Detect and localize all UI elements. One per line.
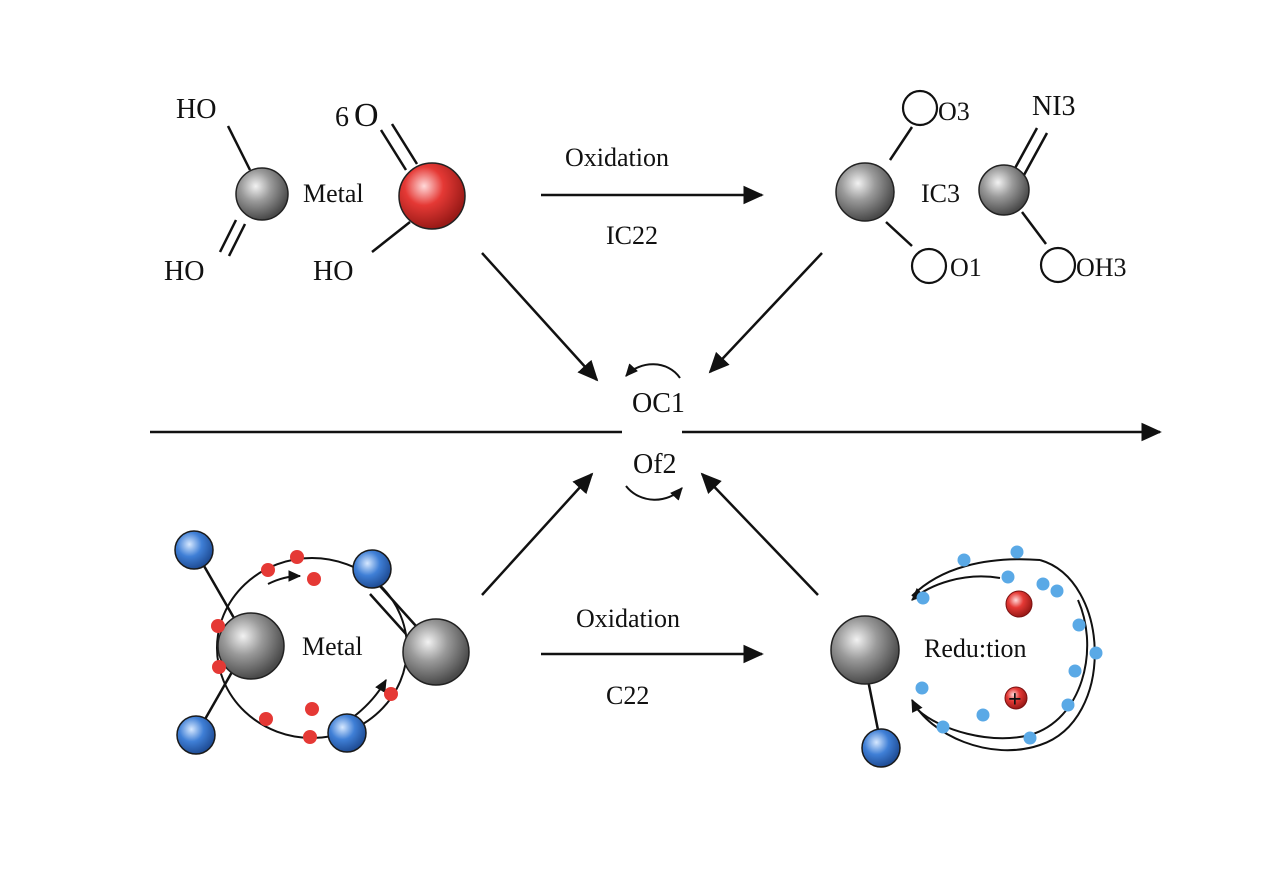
oc1-label: OC1 [632, 388, 685, 419]
arrow-bottom-right-to-center [700, 472, 819, 596]
oxygen-ring [1039, 246, 1077, 284]
bottom-oxidation-arrow: Oxidation C22 [541, 604, 764, 710]
six-label: 6 [335, 102, 349, 133]
ho-top-label: HO [176, 94, 216, 125]
electron-dot [976, 708, 990, 722]
electron-dot [307, 572, 321, 586]
bond [866, 679, 880, 731]
top-right-n-molecule: NI3 OH3 [978, 91, 1127, 284]
o3-label: O3 [938, 97, 970, 126]
of2-label: Of2 [633, 449, 677, 480]
ligand-atom [174, 530, 214, 570]
plus-sign: + [1008, 687, 1022, 713]
ic22-label: IC22 [606, 221, 658, 250]
oh3-label: OH3 [1076, 253, 1127, 282]
c22-label: C22 [606, 681, 649, 710]
electron-dot [305, 702, 319, 716]
red-particle [1005, 590, 1033, 618]
electron-dot [1036, 577, 1050, 591]
center-cluster: OC1 Of2 [150, 363, 1162, 501]
electron-dot [303, 730, 317, 744]
orbit-arrow [351, 678, 387, 719]
metal-atom [978, 164, 1030, 216]
ic3-label: IC3 [921, 179, 960, 208]
electron-dot [1061, 698, 1075, 712]
electron-dot [384, 687, 398, 701]
ni3-label: NI3 [1032, 91, 1076, 122]
metal-atom [235, 167, 289, 221]
metal-atom [835, 162, 895, 222]
bond [1021, 211, 1047, 245]
double-bond [227, 223, 247, 257]
ligand-atom [352, 549, 392, 589]
electron-dot [211, 619, 225, 633]
oxidation-label: Oxidation [565, 143, 669, 172]
arrow-bottom-left-to-center [481, 472, 594, 596]
arrow-top-right-to-center [708, 252, 823, 374]
electron-dot [259, 712, 273, 726]
metal-label: Metal [303, 179, 364, 208]
metal-atom [830, 615, 900, 685]
top-left-oxygen-molecule: 6 O HO [313, 97, 466, 287]
double-bond [379, 129, 408, 171]
electron-dot [957, 553, 971, 567]
oxygen-atom [398, 162, 466, 230]
ho-bottom-label: HO [164, 256, 204, 287]
electron-dot [916, 591, 930, 605]
orbit-ring-outer-top [911, 558, 1041, 597]
electron-cloud [915, 545, 1103, 745]
oxygen-ring [901, 89, 939, 127]
electron-dot [212, 660, 226, 674]
metal-atom [402, 618, 470, 686]
ligand-atom [176, 715, 216, 755]
o-top-label: O [354, 97, 379, 134]
bond [371, 221, 411, 253]
electron-dot [936, 720, 950, 734]
positive-charge [1004, 686, 1028, 710]
double-bond [218, 219, 238, 253]
metal-label: Metal [302, 632, 363, 661]
electron-dot [1001, 570, 1015, 584]
electron-dot [290, 550, 304, 564]
bond [226, 125, 252, 171]
orbit-ring-inner [917, 599, 1089, 740]
ligand-atom [327, 713, 367, 753]
top-left-molecule: HO HO Metal [164, 94, 364, 287]
electron-dot [261, 563, 275, 577]
ligand-atom [861, 728, 901, 768]
electron-dot [1089, 646, 1103, 660]
electron-dot [1050, 584, 1064, 598]
o1-label: O1 [950, 253, 982, 282]
double-bond [1012, 127, 1039, 171]
metal-atom [217, 612, 285, 680]
oxidation-label: Oxidation [576, 604, 680, 633]
arrow-top-left-to-center [481, 252, 599, 382]
electron-dot [915, 681, 929, 695]
electron-dot [1072, 618, 1086, 632]
electron-dot [1010, 545, 1024, 559]
bond [885, 221, 913, 247]
top-oxidation-arrow: Oxidation IC22 [541, 143, 764, 250]
double-bond [1022, 132, 1049, 176]
orbit-ring-outer [911, 559, 1096, 752]
double-bond [390, 123, 419, 165]
orbit-arrow [267, 570, 302, 585]
electron-cloud [211, 550, 398, 744]
bottom-left-complex: Metal [174, 530, 470, 755]
electron-dot [1068, 664, 1082, 678]
top-right-molecule: O3 IC3 O1 [835, 89, 982, 285]
oxygen-ring [910, 247, 948, 285]
reduction-label: Redu:tion [924, 634, 1027, 663]
bottom-right-complex: + Redu:tion [830, 545, 1103, 768]
electron-dot [1023, 731, 1037, 745]
ho-right-label: HO [313, 256, 353, 287]
curved-arrow-top [625, 363, 681, 379]
curved-arrow-bottom [625, 485, 683, 501]
double-bond [369, 593, 407, 635]
bond [888, 126, 914, 161]
